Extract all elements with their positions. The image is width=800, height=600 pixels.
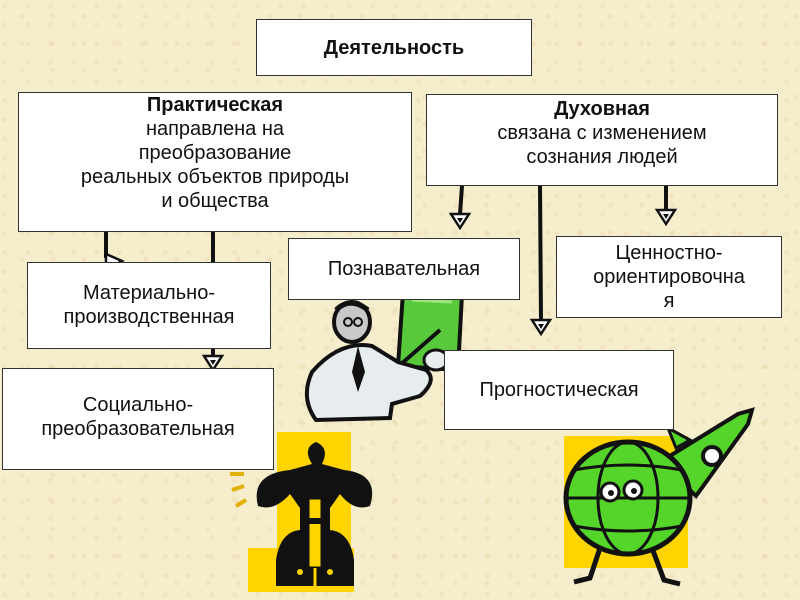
arrow-spiritual-prognostic (530, 185, 552, 336)
material-text-line: производственная (63, 306, 235, 328)
worker-jackhammer-icon (230, 432, 373, 592)
activity-title: Деятельность (323, 36, 465, 59)
practical-text-line: и общества (161, 190, 269, 212)
social-text-line: преобразовательная (41, 418, 235, 440)
arrow-spiritual-cognitive (449, 185, 471, 230)
arrow-spiritual-value (655, 186, 677, 226)
value-orientation-box: Ценностно- ориентировочна я (556, 236, 782, 318)
prognostic-label: Прогностическая (479, 379, 639, 401)
activity-box: Деятельность (256, 19, 532, 76)
value-text-line: я (663, 290, 675, 312)
value-text-line: ориентировочна (593, 266, 745, 288)
practical-heading: Практическая (146, 94, 284, 116)
practical-box: Практическая направлена на преобразовани… (18, 92, 412, 232)
material-production-box: Материально- производственная (27, 262, 271, 349)
spiritual-box: Духовная связана с изменением сознания л… (426, 94, 778, 186)
cognitive-label: Познавательная (327, 258, 481, 280)
practical-text-line: преобразование (138, 142, 292, 164)
spiritual-heading: Духовная (554, 98, 650, 120)
social-transformative-box: Социально- преобразовательная (2, 368, 274, 470)
spiritual-text-line: сознания людей (526, 146, 678, 168)
globe-rocket-icon (563, 407, 755, 587)
cognitive-box: Познавательная (288, 238, 520, 300)
material-text-line: Материально- (83, 282, 215, 304)
spiritual-text-line: связана с изменением (497, 122, 707, 144)
practical-text-line: направлена на (145, 118, 285, 140)
teacher-clipart-icon (304, 289, 465, 423)
prognostic-box: Прогностическая (444, 350, 674, 430)
value-text-line: Ценностно- (615, 242, 723, 264)
social-text-line: Социально- (82, 394, 194, 416)
practical-text-line: реальных объектов природы (80, 166, 350, 188)
